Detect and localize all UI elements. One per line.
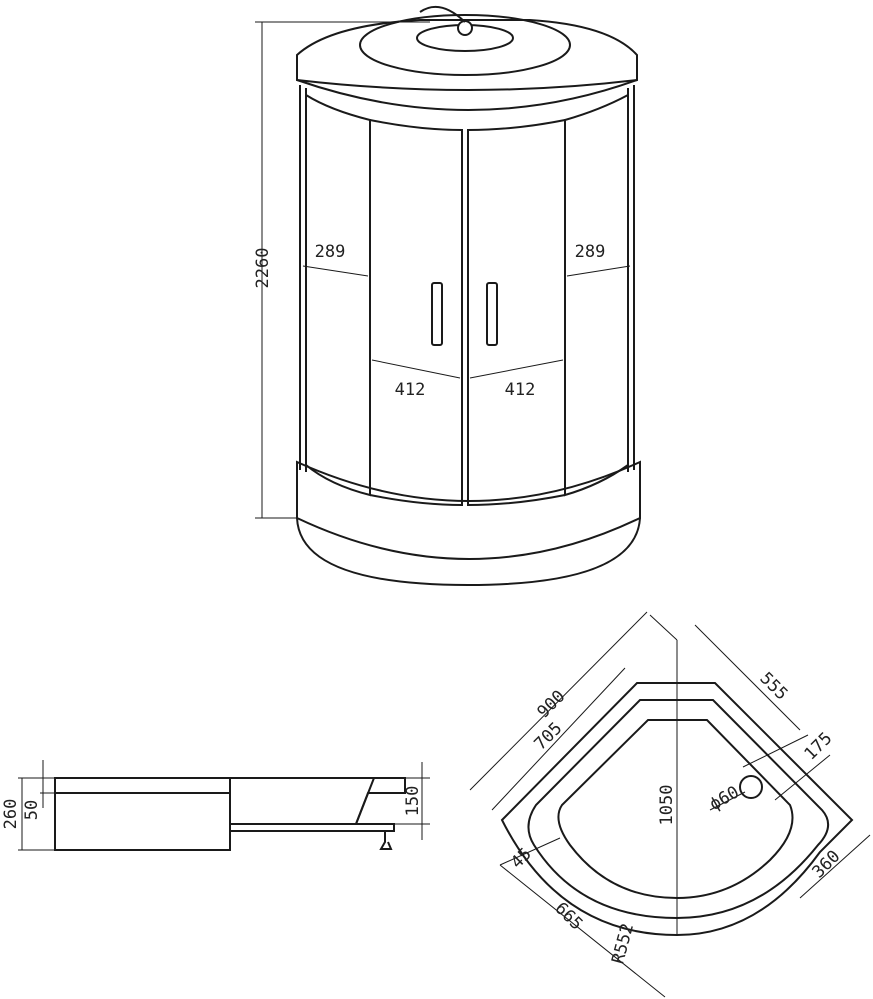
tray-apron (296, 517, 641, 587)
canopy-edge (296, 79, 638, 111)
dim-289-left-label: 289 (315, 242, 346, 262)
shower-hose (419, 5, 466, 23)
dim-side-lines (18, 760, 55, 851)
door-right (467, 119, 566, 507)
shower-head-icon (457, 20, 473, 36)
dim-175-label: 175 (801, 729, 837, 765)
door-handle-right (486, 282, 498, 346)
dim-900-705-lines (469, 611, 678, 811)
dim-150-lines (394, 762, 430, 840)
dim-665-label: 665 (551, 899, 587, 935)
side-panel-right (564, 94, 629, 497)
tray-frame (229, 823, 395, 832)
slope-line (355, 777, 375, 825)
tray-slope (230, 777, 406, 825)
dim-260-label: 260 (1, 799, 21, 830)
dim-555-label: 555 (756, 669, 792, 705)
dim-412-right-label: 412 (505, 380, 536, 400)
drain-icon (739, 775, 763, 799)
leg (379, 831, 393, 850)
dim-289-lines (302, 265, 631, 277)
dim-60-label: ϕ60 (706, 782, 743, 815)
dim-r552-label: R552 (608, 921, 638, 966)
tray-inner-rim (527, 699, 829, 920)
dim-1050-label: 1050 (657, 785, 677, 826)
dim-2260 (255, 21, 430, 519)
dim-555-175-lines (694, 624, 831, 801)
dim-60-leader (709, 791, 746, 811)
dim-45-label: 45 (507, 844, 536, 873)
dim-150-label: 150 (403, 786, 423, 817)
side-view: 260 50 150 (1, 760, 430, 851)
door-left (369, 119, 463, 507)
canopy (296, 19, 638, 91)
dim-289-right-label: 289 (575, 242, 606, 262)
dim-412-lines (371, 359, 564, 379)
dim-50-label: 50 (22, 800, 42, 820)
dim-360-label: 360 (809, 847, 845, 883)
side-panel-left (305, 94, 371, 497)
front-view: 2260 289 289 412 412 (253, 5, 641, 587)
dim-900-label: 900 (534, 687, 570, 723)
dim-412-left-label: 412 (395, 380, 426, 400)
door-handle-left (431, 282, 443, 346)
plan-view: 1050 900 705 555 175 ϕ60 45 665 R552 360 (469, 611, 871, 998)
rain-shower-outer (359, 14, 571, 76)
frame-posts (299, 85, 635, 472)
dim-2260-label: 2260 (253, 248, 273, 289)
dim-lower-lines (499, 834, 871, 998)
tray-side-body (54, 777, 231, 851)
